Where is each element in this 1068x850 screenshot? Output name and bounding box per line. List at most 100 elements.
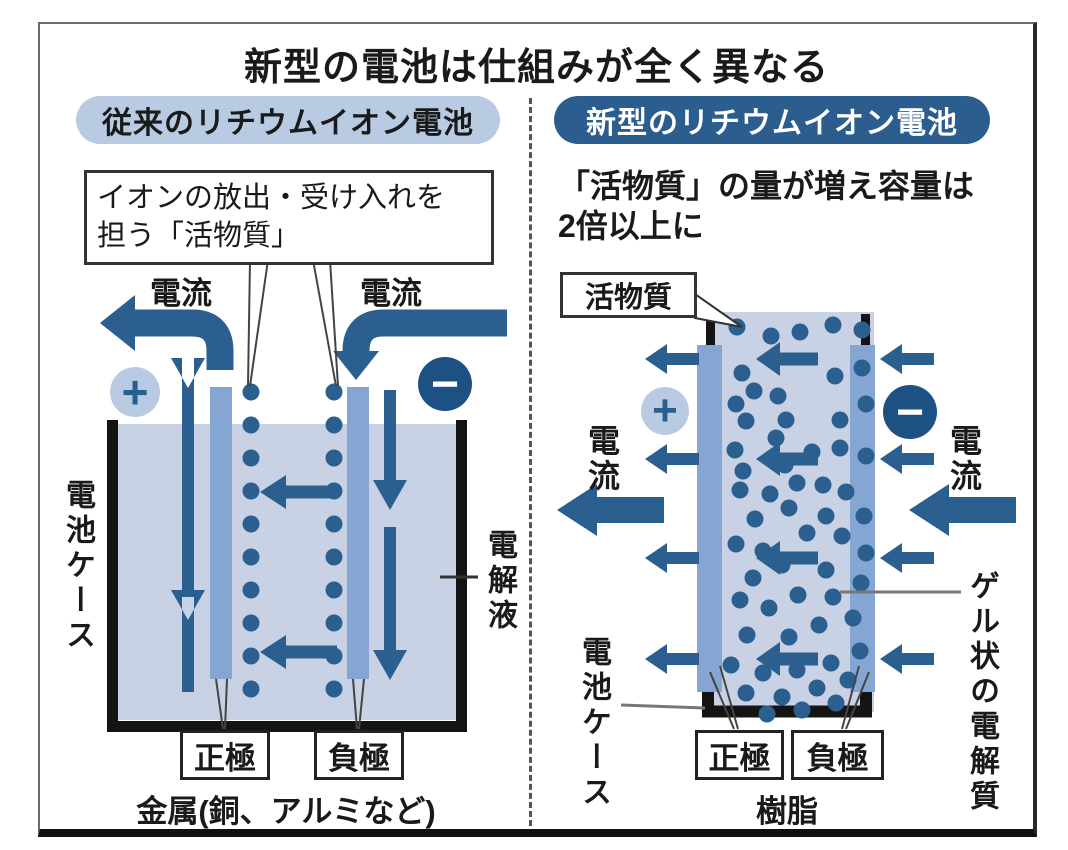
- active-material-dot: [726, 441, 744, 459]
- active-material-dot: [727, 395, 745, 413]
- plus-sign-right: +: [652, 386, 678, 435]
- case-top-nub: [706, 314, 715, 347]
- active-material-dot: [852, 574, 870, 592]
- active-material-dot: [780, 499, 798, 517]
- note-leader: [329, 259, 339, 387]
- minus-sign-right: −: [895, 385, 925, 439]
- active-material-dot: [325, 383, 343, 401]
- active-material-dot: [822, 654, 840, 672]
- active-material-dot: [773, 688, 791, 706]
- electrode-leader: [215, 678, 224, 730]
- active-material-dot: [833, 527, 851, 545]
- case-leader: [620, 703, 706, 710]
- active-material-dot: [325, 548, 343, 566]
- figure-title: 新型の電池は仕組みが全く異なる: [243, 47, 829, 89]
- active-material-dot: [733, 364, 751, 382]
- flow-arrow: [645, 543, 699, 573]
- flow-arrow: [880, 644, 934, 674]
- flow-arrow: [756, 541, 818, 575]
- plus-sign: +: [121, 366, 149, 418]
- active-material-dot: [780, 628, 798, 646]
- down-arrow: [373, 527, 407, 680]
- active-material-dot: [791, 323, 809, 341]
- active-material-dot: [242, 614, 260, 632]
- flow-arrow: [645, 644, 699, 674]
- active-material-dot: [242, 482, 260, 500]
- active-material-dot: [242, 680, 260, 698]
- flow-arrow: [645, 344, 699, 374]
- active-material-dot: [242, 449, 260, 467]
- active-material-dot: [777, 411, 795, 429]
- active-material-dot: [851, 642, 869, 660]
- active-material-dot: [745, 382, 763, 400]
- active-material-dot: [798, 524, 816, 542]
- electrode-leader: [719, 665, 739, 730]
- material-caption-left: 金属(銅、アルミなど): [136, 794, 436, 829]
- active-material-dot: [325, 680, 343, 698]
- electrode-leader: [709, 671, 735, 730]
- active-material-dot: [242, 647, 260, 665]
- up-arrow: [171, 358, 205, 597]
- flow-arrow: [880, 344, 934, 374]
- callout-tail: [694, 292, 743, 328]
- electrode-leader: [224, 678, 228, 730]
- ion-arrow: [260, 635, 337, 669]
- positive-electrode-label-left: 正極: [180, 730, 270, 780]
- active-material-dot: [808, 679, 826, 697]
- electrolyte-fill-left: [117, 424, 457, 720]
- active-material-dot: [857, 395, 875, 413]
- positive-electrode-label-right: 正極: [695, 730, 784, 780]
- active-material-note: イオンの放出・受け入れを 担う「活物質」: [84, 170, 494, 265]
- current-label-out-right: 電流: [584, 424, 620, 494]
- active-material-dot: [827, 694, 845, 712]
- current-arrow-in-left: [342, 309, 507, 355]
- current-arrow-in-right: [909, 484, 1016, 536]
- current-arrowhead-out-left: [100, 295, 135, 351]
- active-material-dot: [810, 616, 828, 634]
- active-material-dot: [814, 476, 832, 494]
- active-material-dot: [727, 535, 745, 553]
- active-material-dot: [857, 544, 875, 562]
- positive-electrode-left: [210, 387, 232, 679]
- active-material-dot: [760, 599, 778, 617]
- electrode-leader: [845, 671, 870, 730]
- diagram-graphics: [100, 259, 1016, 732]
- flow-arrow: [756, 342, 818, 376]
- active-material-dot: [824, 316, 842, 334]
- active-material-dot: [761, 485, 779, 503]
- electrode-leader: [352, 678, 358, 730]
- active-material-dot: [844, 609, 862, 627]
- active-material-dot: [734, 462, 752, 480]
- minus-sign: −: [430, 357, 460, 411]
- panel-divider: [529, 98, 532, 826]
- flow-arrow: [645, 444, 699, 474]
- active-material-dot: [839, 671, 857, 689]
- gel-electrolyte-label: ゲル状の電解質: [965, 570, 998, 815]
- electrode-leader: [358, 678, 365, 730]
- flow-arrow: [756, 442, 818, 476]
- active-material-dot: [853, 321, 871, 339]
- minus-terminal-icon: −: [418, 357, 472, 411]
- heading-line-2: 2倍以上に: [558, 208, 704, 244]
- current-label-out-left: 電流: [150, 276, 212, 311]
- positive-electrode-right: [697, 345, 722, 692]
- active-material-dot: [242, 515, 260, 533]
- capacity-heading: 「活物質」の量が増え容量は 2倍以上に: [558, 166, 1028, 246]
- active-material-dot: [817, 507, 835, 525]
- active-material-dot: [731, 591, 749, 609]
- active-material-dot: [831, 439, 849, 457]
- electrolyte-label: 電解液: [483, 529, 516, 634]
- figure-frame: 新型の電池は仕組みが全く異なる 従来のリチウムイオン電池 新型のリチウムイオン電…: [38, 22, 1037, 837]
- current-arrow-out-left: [133, 309, 234, 370]
- ion-arrow: [260, 475, 337, 509]
- plus-terminal-icon: +: [110, 366, 160, 418]
- active-material-dot: [788, 474, 806, 492]
- active-material-dot: [754, 664, 772, 682]
- resin-caption: 樹脂: [756, 794, 818, 829]
- electrode-leader: [841, 665, 860, 730]
- active-material-dot: [722, 656, 740, 674]
- active-material-dot: [789, 586, 807, 604]
- battery-case-label-right: 電池ケース: [577, 636, 610, 811]
- battery-case-left: [107, 420, 467, 732]
